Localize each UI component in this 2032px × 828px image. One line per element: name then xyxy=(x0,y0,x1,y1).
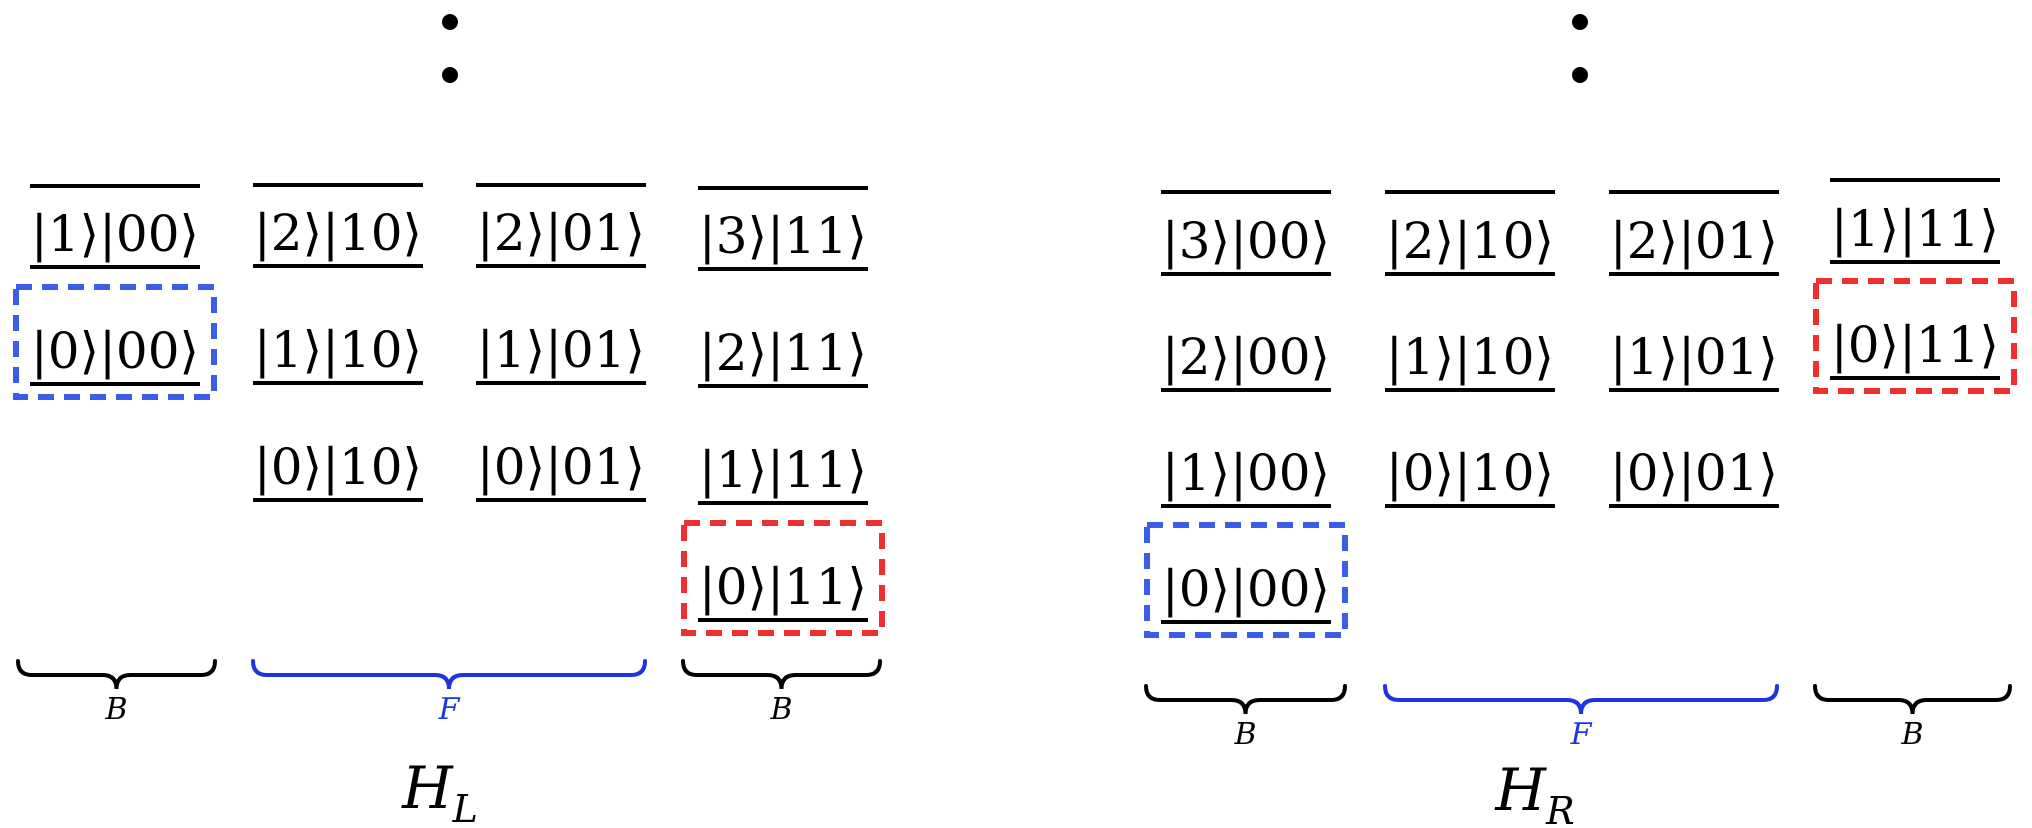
state-ket-label: |1⟩|00⟩ xyxy=(31,205,199,263)
state-ket-label: |1⟩|10⟩ xyxy=(1386,328,1554,386)
boundary-state-highlight-red xyxy=(1813,278,2017,394)
state-ket-label: |0⟩|01⟩ xyxy=(477,438,645,496)
column-2: |0⟩|01⟩ |1⟩|01⟩ |2⟩|01⟩ xyxy=(1609,190,1779,508)
panel-right-hilbert-space: |0⟩|00⟩ |1⟩|00⟩ |2⟩|00⟩ |3⟩|00⟩ |0⟩|10⟩ |1⟩|1… xyxy=(1144,14,2017,828)
brace-label-boundary: B xyxy=(104,692,127,727)
brace-boundary-icon xyxy=(1813,684,2012,715)
boundary-state-highlight-blue xyxy=(13,284,217,400)
column-0: |0⟩|00⟩ |1⟩|00⟩ xyxy=(13,184,217,400)
state-ket-label: |0⟩|00⟩ xyxy=(1162,560,1330,618)
brace-boundary-icon xyxy=(16,659,217,690)
brace-label-boundary: B xyxy=(1233,717,1256,752)
state-ket-label: |0⟩|11⟩ xyxy=(699,558,867,616)
state-ket-label: |0⟩|01⟩ xyxy=(1610,444,1778,502)
continuation-dots-icon xyxy=(442,14,458,83)
column-0: |0⟩|00⟩ |1⟩|00⟩ |2⟩|00⟩ |3⟩|00⟩ xyxy=(1144,190,1348,638)
panel-left-hilbert-space: |0⟩|00⟩ |1⟩|00⟩ |0⟩|10⟩ |1⟩|10⟩ |2⟩|10⟩ |0⟩|0… xyxy=(13,14,885,828)
brace-label-fermion: F xyxy=(438,692,461,727)
brace-label-boundary: B xyxy=(769,692,792,727)
column-1: |0⟩|10⟩ |1⟩|10⟩ |2⟩|10⟩ xyxy=(1385,190,1555,508)
state-ket-label: |2⟩|10⟩ xyxy=(1386,212,1554,270)
state-ket-label: |0⟩|11⟩ xyxy=(1831,316,1999,374)
state-ket-label: |0⟩|10⟩ xyxy=(254,438,422,496)
state-ket-label: |3⟩|00⟩ xyxy=(1162,212,1330,270)
column-1: |0⟩|10⟩ |1⟩|10⟩ |2⟩|10⟩ xyxy=(253,183,423,502)
hilbert-space-title: HR xyxy=(1494,756,1574,828)
state-ket-label: |2⟩|00⟩ xyxy=(1162,328,1330,386)
state-ket-label: |1⟩|01⟩ xyxy=(1610,328,1778,386)
column-3: |0⟩|11⟩ |1⟩|11⟩ |2⟩|11⟩ |3⟩|11⟩ xyxy=(681,186,885,636)
continuation-dots-icon xyxy=(1572,14,1588,83)
state-ket-label: |1⟩|01⟩ xyxy=(477,321,645,379)
state-ket-label: |3⟩|11⟩ xyxy=(699,207,867,265)
state-ket-label: |2⟩|01⟩ xyxy=(1610,212,1778,270)
boundary-state-highlight-red xyxy=(681,520,885,636)
brace-label-boundary: B xyxy=(1900,717,1923,752)
column-3: |0⟩|11⟩ |1⟩|11⟩ xyxy=(1813,178,2017,394)
state-ket-label: |2⟩|10⟩ xyxy=(254,204,422,262)
state-ket-label: |0⟩|00⟩ xyxy=(31,322,199,380)
column-2: |0⟩|01⟩ |1⟩|01⟩ |2⟩|01⟩ xyxy=(476,183,646,502)
brace-label-fermion: F xyxy=(1570,717,1593,752)
state-ket-label: |1⟩|11⟩ xyxy=(1831,200,1999,258)
brace-fermion-icon xyxy=(1383,684,1779,715)
state-ket-label: |0⟩|10⟩ xyxy=(1386,444,1554,502)
state-ket-label: |1⟩|11⟩ xyxy=(699,441,867,499)
state-ket-label: |1⟩|00⟩ xyxy=(1162,444,1330,502)
state-ket-label: |2⟩|11⟩ xyxy=(699,324,867,382)
state-ket-label: |1⟩|10⟩ xyxy=(254,321,422,379)
brace-fermion-icon xyxy=(251,659,647,690)
state-ket-label: |2⟩|01⟩ xyxy=(477,204,645,262)
brace-boundary-icon xyxy=(1144,684,1347,715)
hilbert-space-title: HL xyxy=(401,754,478,828)
boundary-state-highlight-blue xyxy=(1144,522,1348,638)
brace-boundary-icon xyxy=(681,659,882,690)
